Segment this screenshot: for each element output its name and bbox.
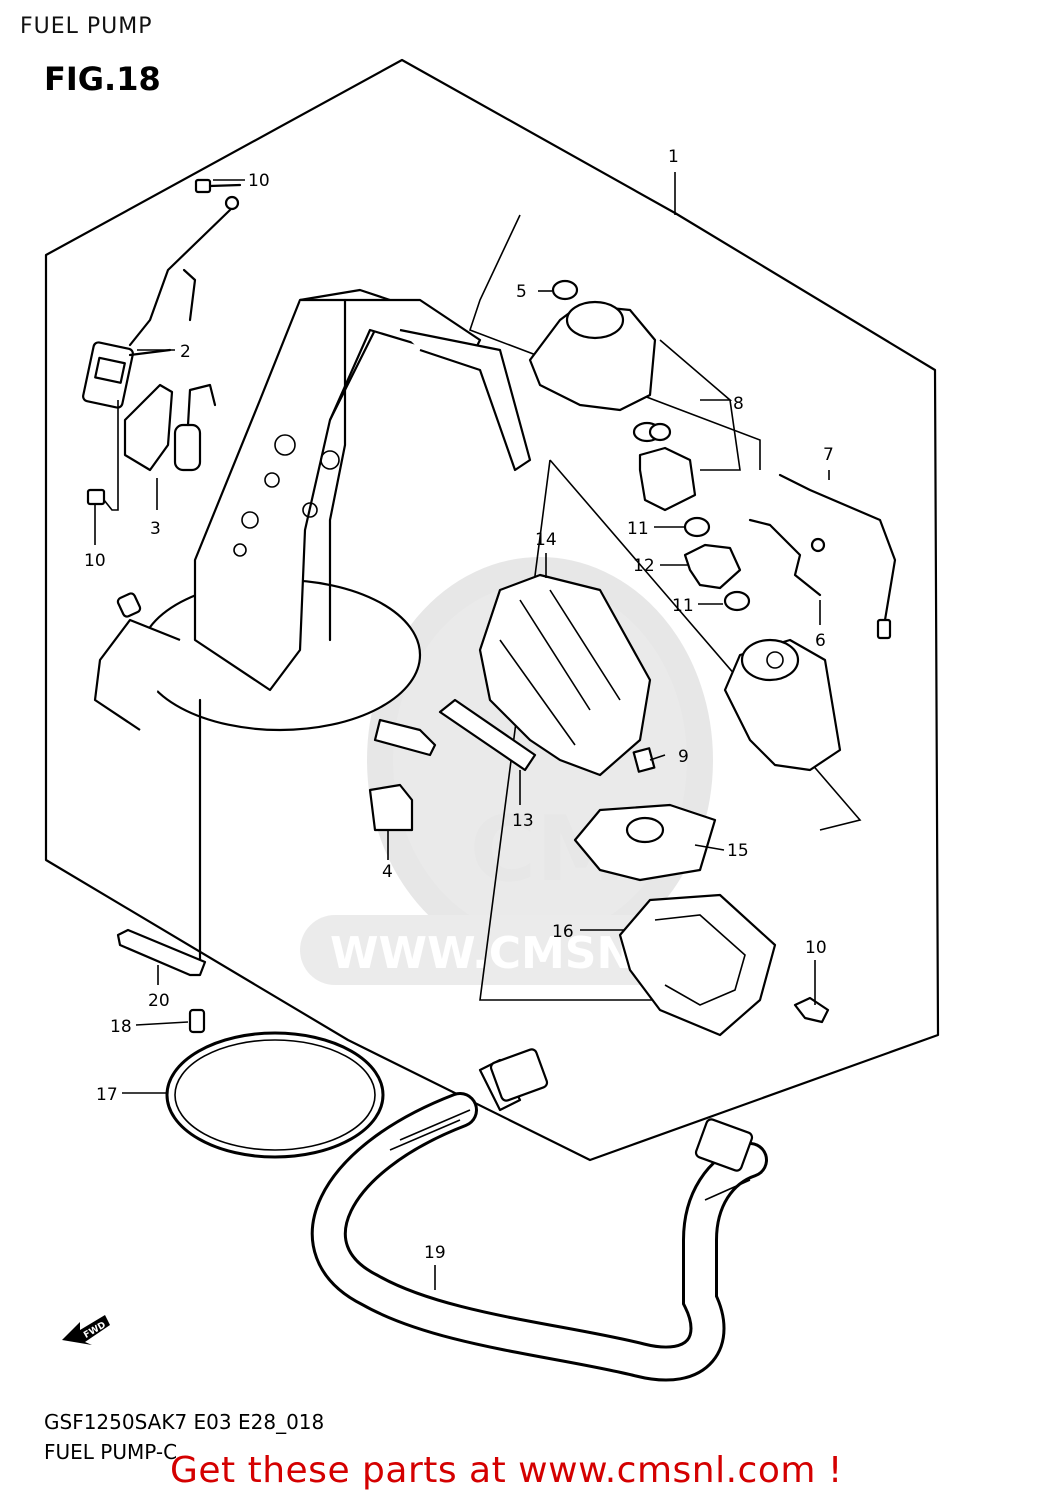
cmsnl-parts-link[interactable]: Get these parts at www.cmsnl.com !	[170, 1450, 843, 1491]
callout-13: 13	[512, 811, 534, 831]
callout-10-top: 10	[248, 171, 270, 191]
callout-10-right: 10	[805, 938, 827, 958]
callout-8: 8	[733, 394, 744, 414]
part-5-washer	[551, 279, 579, 301]
callout-11-b: 11	[672, 596, 694, 616]
callout-numbers: 1 10 2 3 10 5 8 7 11 12 11 6 14 9 13 4 1…	[84, 147, 834, 1263]
part-10-bolt-right	[793, 996, 830, 1024]
part-12-valve	[683, 543, 742, 590]
callout-10-left: 10	[84, 551, 106, 571]
pump-bracket-flange	[93, 288, 532, 962]
fwd-direction-arrow: FWD	[62, 1315, 110, 1345]
part-7-wire	[778, 473, 897, 640]
callout-1: 1	[668, 147, 679, 167]
callout-2: 2	[180, 342, 191, 362]
part-10-bolt-left	[86, 488, 106, 506]
callout-5: 5	[516, 282, 527, 302]
part-2-harness	[82, 341, 172, 409]
part-6-wire	[748, 518, 826, 597]
part-3-sensor	[123, 383, 217, 472]
page-header-title: FUEL PUMP	[20, 14, 153, 39]
callout-16: 16	[552, 922, 574, 942]
diagram-caption: FUEL PUMP-C	[44, 1440, 178, 1464]
part-11-oring-a	[683, 516, 711, 538]
part-18-bolt	[188, 1008, 206, 1034]
callout-19: 19	[424, 1243, 446, 1263]
figure-number: FIG.18	[44, 60, 161, 98]
callout-9: 9	[678, 747, 689, 767]
part-19-fuel-hose	[310, 1048, 768, 1382]
part-17-gasket	[165, 1031, 385, 1159]
callout-3: 3	[150, 519, 161, 539]
fuel-pipe	[373, 718, 437, 757]
callout-20: 20	[148, 991, 170, 1011]
callout-18: 18	[110, 1017, 132, 1037]
part-8-pressure-regulator	[528, 300, 697, 512]
fuel-pump-motor	[723, 638, 842, 772]
part-20-plate	[116, 928, 207, 977]
assembly-outline-hexagon	[44, 58, 940, 1162]
callout-15: 15	[727, 841, 749, 861]
part-16-bracket	[618, 893, 777, 1037]
callout-11-a: 11	[627, 519, 649, 539]
callout-12: 12	[633, 556, 655, 576]
part-9-clip	[632, 747, 656, 773]
callout-17: 17	[96, 1085, 118, 1105]
part-15-cover	[573, 803, 717, 882]
part-14-filter-housing	[478, 573, 652, 777]
leader-lines	[94, 172, 830, 1290]
part-13-filter	[438, 698, 537, 772]
callout-7: 7	[823, 445, 834, 465]
model-code: GSF1250SAK7 E03 E28_018	[44, 1410, 325, 1434]
callout-4: 4	[382, 862, 393, 882]
part-10-bolt-top	[128, 178, 242, 347]
callout-6: 6	[815, 631, 826, 651]
pump-subassembly-outline	[468, 214, 761, 470]
part-4-cap	[368, 783, 414, 832]
callout-14: 14	[535, 530, 557, 550]
part-11-oring-b	[723, 590, 751, 612]
